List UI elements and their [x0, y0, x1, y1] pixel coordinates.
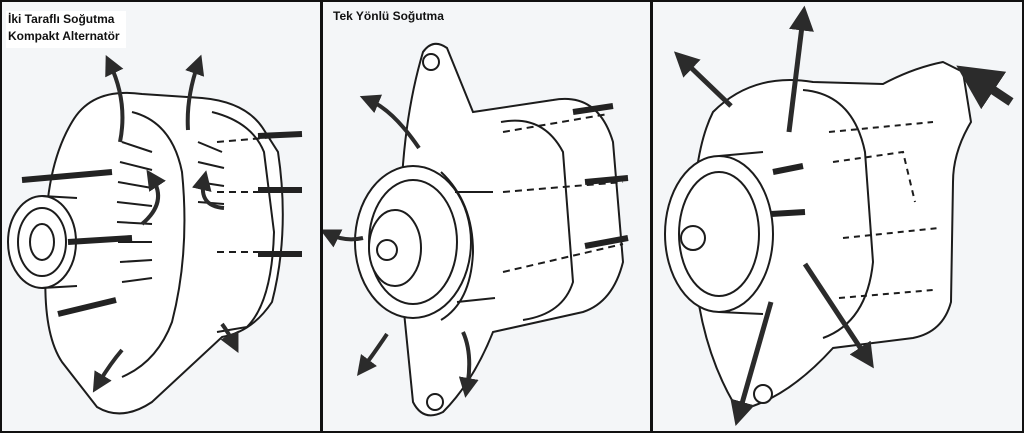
airflow-arrow: [673, 51, 733, 108]
airflow-arrow: [458, 331, 479, 398]
panel-2-caption: Tek Yönlü Soğutma: [333, 8, 444, 25]
airflow-inlet-arrow: [956, 65, 1014, 110]
airflow-arrows: [673, 5, 1014, 427]
airflow-arrows: [92, 54, 239, 393]
internal-airflow-path: [828, 121, 940, 299]
panel-one-way-cooling: Tek Yönlü Soğutma: [321, 0, 652, 433]
airflow-arrow: [357, 332, 389, 377]
airflow-arrow: [185, 54, 205, 131]
alternator-housing: [44, 91, 284, 415]
airflow-arrow: [192, 170, 225, 210]
airflow-arrow: [92, 348, 124, 393]
indicator-bars: [572, 103, 629, 249]
pulley: [664, 151, 774, 315]
alternator-airflow-drawing: [664, 5, 1014, 427]
caption-line-2: Kompakt Alternatör: [8, 29, 120, 43]
through-bolts: [502, 113, 624, 273]
airflow-arrow: [786, 5, 814, 133]
caption-line-1: İki Taraflı Soğutma: [8, 12, 115, 26]
indicator-bars: [21, 131, 303, 317]
airflow-arrow: [220, 322, 239, 353]
indicator-bars: [770, 163, 806, 217]
panel-1-caption: İki Taraflı Soğutma Kompakt Alternatör: [6, 11, 126, 48]
airflow-arrow: [140, 169, 166, 226]
fan-and-pulley: [354, 165, 496, 321]
airflow-arrow: [802, 262, 874, 369]
alternator-housing: [399, 42, 625, 417]
airflow-arrow: [105, 54, 125, 143]
pulley: [7, 195, 78, 289]
airflow-arrows: [323, 94, 479, 398]
compact-alternator-drawing: [7, 54, 303, 415]
panel-two-way-cooling: İki Taraflı Soğutma Kompakt Alternatör: [0, 0, 322, 433]
airflow-arrow: [359, 94, 421, 150]
alternator-with-fan-drawing: [323, 42, 629, 417]
caption-line-1: Tek Yönlü Soğutma: [333, 9, 444, 23]
airflow-arrow: [323, 229, 364, 248]
airflow-arrow: [730, 301, 774, 427]
panel-cooling-airflow: [651, 0, 1024, 433]
